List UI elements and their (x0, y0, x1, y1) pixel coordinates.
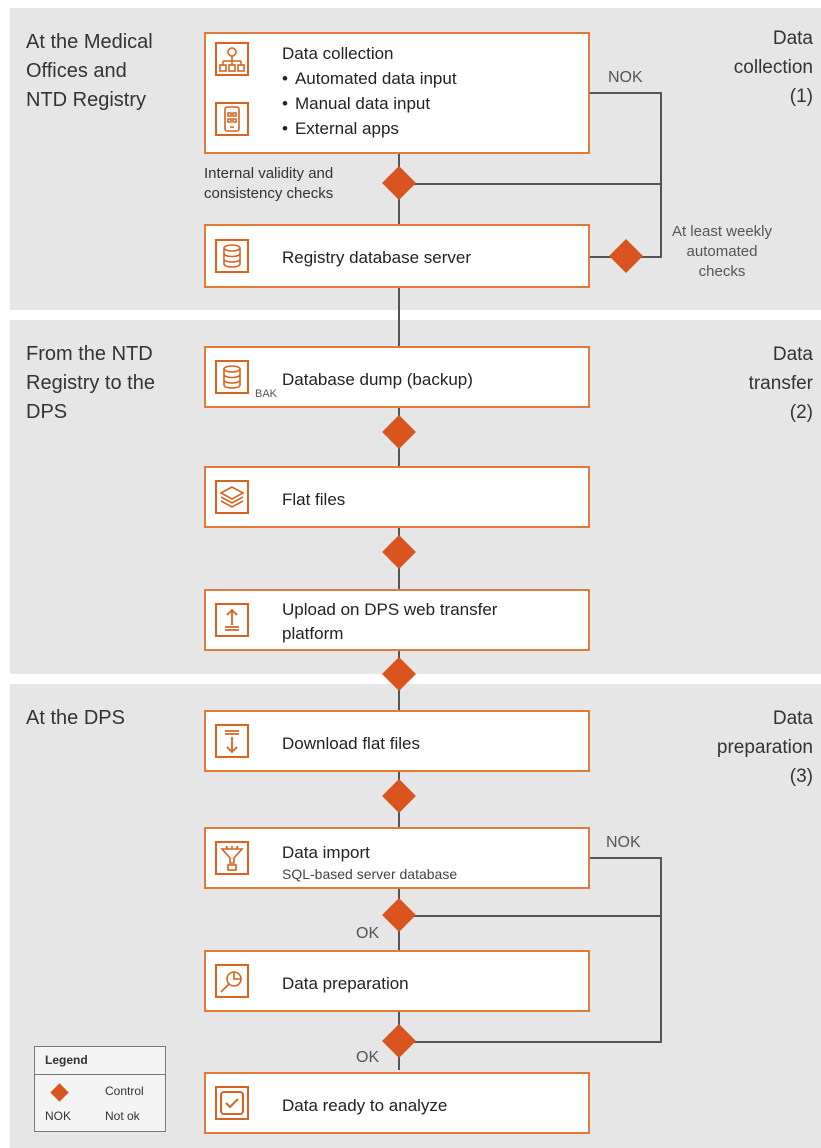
upload-title: Upload on DPS web transfer platform (282, 600, 498, 643)
phase-label-transfer: Data transfer (2) (748, 344, 813, 423)
checkmark-icon (215, 1086, 249, 1120)
data-ready-title: Data ready to analyze (282, 1096, 448, 1115)
nok-loop-top-vertical (660, 92, 662, 258)
bullet-item: External apps (282, 116, 457, 141)
data-preparation-title: Data preparation (282, 974, 409, 993)
data-import-title: Data import (282, 843, 370, 862)
band-label-preparation: At the DPS (26, 707, 125, 729)
flat-files-title: Flat files (282, 490, 346, 509)
nok-label-bottom: NOK (606, 834, 641, 851)
bak-tag: BAK (255, 388, 278, 400)
internal-checks-label: Internal validity and consistency checks (204, 165, 334, 202)
database-icon (215, 360, 249, 394)
data-import-subtitle: SQL-based server database (282, 866, 458, 882)
weekly-checks-label: At least weekly automated checks (671, 223, 773, 280)
download-box: Download flat files (204, 710, 590, 772)
data-import-box: Data import SQL-based server database (204, 827, 590, 889)
download-icon (215, 724, 249, 758)
analysis-icon (215, 964, 249, 998)
data-input-icon (215, 42, 249, 76)
legend-title: Legend (45, 1053, 88, 1067)
registry-database-box: Registry database server (204, 224, 590, 288)
phase-label-preparation: Data preparation (3) (716, 708, 813, 787)
download-title: Download flat files (282, 734, 420, 753)
database-dump-box: Database dump (backup) (204, 346, 590, 408)
registry-database-title: Registry database server (282, 248, 471, 267)
nok-loop-bottom-return-1 (410, 915, 662, 917)
nok-loop-bottom-return-2 (410, 1041, 662, 1043)
phase-label-collection: Data collection (1) (733, 28, 813, 107)
band-label-collection: At the Medical Offices and NTD Registry (26, 31, 153, 111)
database-icon (215, 239, 249, 273)
legend-control-label: Control (105, 1084, 144, 1098)
ok-label: OK (356, 925, 380, 942)
nok-loop-bottom-horizontal (590, 857, 662, 859)
data-ready-box: Data ready to analyze (204, 1072, 590, 1134)
nok-loop-bottom-vertical (660, 857, 662, 1043)
flat-files-box: Flat files (204, 466, 590, 528)
layers-icon (215, 480, 249, 514)
bullet-item: Automated data input (282, 66, 457, 91)
legend-divider (35, 1074, 165, 1075)
mobile-app-icon (215, 102, 249, 136)
legend-nok-label: Not ok (105, 1109, 140, 1123)
data-collection-bullets: Automated data input Manual data input E… (282, 66, 457, 141)
ok-label: OK (356, 1049, 380, 1066)
legend: Legend Control NOK Not ok (34, 1046, 166, 1132)
data-preparation-box: Data preparation (204, 950, 590, 1012)
band-label-transfer: From the NTD Registry to the DPS (26, 343, 155, 423)
nok-loop-top-return (410, 183, 662, 185)
data-collection-box: Data collection Automated data input Man… (204, 32, 590, 154)
upload-icon (215, 603, 249, 637)
legend-control-diamond (50, 1083, 69, 1102)
data-collection-title: Data collection (282, 44, 394, 63)
import-funnel-icon (215, 841, 249, 875)
bullet-item: Manual data input (282, 91, 457, 116)
nok-label-top: NOK (608, 69, 643, 86)
legend-nok-abbr: NOK (45, 1109, 72, 1123)
upload-box: Upload on DPS web transfer platform (204, 589, 590, 651)
nok-loop-top-horizontal (590, 92, 662, 94)
database-dump-title: Database dump (backup) (282, 370, 473, 389)
